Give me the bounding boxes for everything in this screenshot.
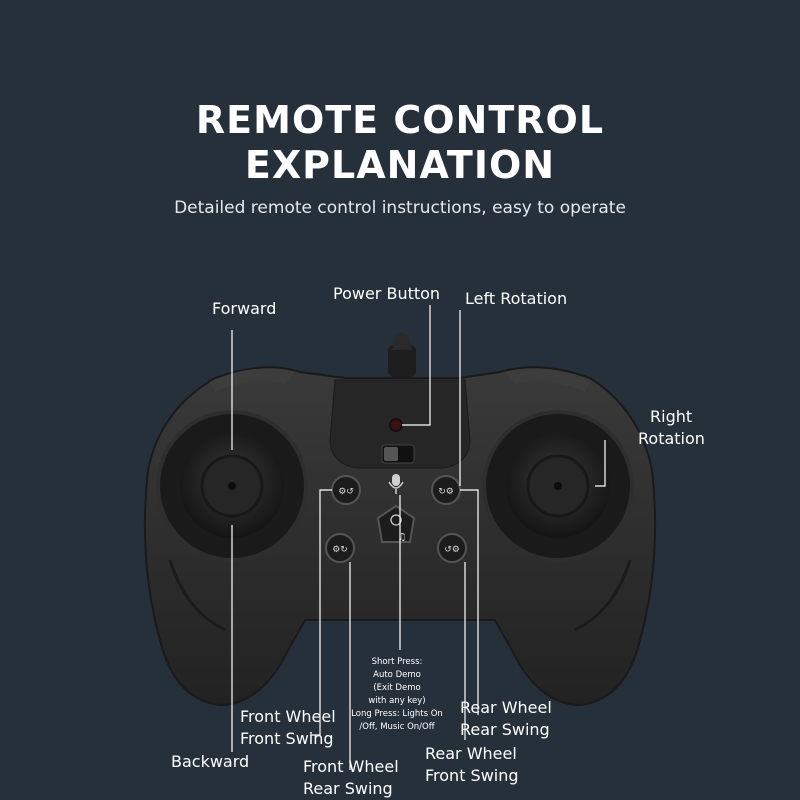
note-line: Long Press: Lights On bbox=[351, 709, 443, 719]
page-title-line1: REMOTE CONTROL bbox=[195, 98, 605, 142]
note-line: /Off, Music On/Off bbox=[359, 722, 435, 732]
right-grip-contour bbox=[574, 559, 632, 632]
label-rear-wheel-front-swing-line1: Rear Wheel bbox=[425, 744, 517, 763]
svg-text:↻⚙: ↻⚙ bbox=[438, 487, 454, 497]
note-line: Auto Demo bbox=[373, 670, 421, 680]
label-right-rotation-line1: Right bbox=[650, 407, 693, 426]
button-rear-wheel-rear-swing[interactable]: ↻⚙ bbox=[431, 475, 461, 505]
label-forward: Forward bbox=[212, 299, 277, 318]
label-right-rotation-line2: Rotation bbox=[638, 429, 705, 448]
label-front-wheel-rear-swing-line2: Rear Swing bbox=[303, 779, 393, 798]
right-shoulder bbox=[505, 368, 590, 392]
label-rear-wheel-front-swing-line2: Front Swing bbox=[425, 766, 519, 785]
center-button-note: Short Press: Auto Demo (Exit Demo with a… bbox=[342, 656, 452, 734]
svg-text:⚙↺: ⚙↺ bbox=[338, 487, 354, 497]
label-left-rotation: Left Rotation bbox=[465, 289, 568, 308]
label-front-wheel-front-swing-line2: Front Swing bbox=[240, 729, 334, 748]
label-front-wheel-front-swing-line1: Front Wheel bbox=[240, 707, 336, 726]
label-power-button: Power Button bbox=[333, 284, 441, 303]
label-front-wheel-rear-swing-line1: Front Wheel bbox=[303, 757, 399, 776]
button-front-wheel-front-swing[interactable]: ⚙↺ bbox=[331, 475, 361, 505]
left-shoulder bbox=[210, 368, 295, 392]
music-note-icon: ♫ bbox=[398, 532, 407, 543]
right-joystick[interactable] bbox=[482, 410, 634, 562]
button-front-wheel-rear-swing[interactable]: ⚙↻ bbox=[325, 533, 355, 563]
label-backward: Backward bbox=[171, 752, 250, 771]
svg-text:⚙↻: ⚙↻ bbox=[332, 545, 348, 555]
page-title-line2: EXPLANATION bbox=[244, 143, 556, 187]
note-line: (Exit Demo bbox=[373, 683, 421, 693]
microphone-icon bbox=[388, 474, 404, 494]
antenna bbox=[388, 332, 416, 377]
power-button[interactable] bbox=[389, 418, 403, 432]
note-line: Short Press: bbox=[371, 657, 423, 667]
left-grip-contour bbox=[168, 559, 226, 632]
label-rear-wheel-rear-swing-line2: Rear Swing bbox=[460, 720, 550, 739]
button-rear-wheel-front-swing[interactable]: ↺⚙ bbox=[437, 533, 467, 563]
svg-text:↺⚙: ↺⚙ bbox=[444, 545, 460, 555]
button-auto-demo[interactable]: ♫ bbox=[376, 504, 416, 543]
note-line: with any key) bbox=[368, 696, 426, 706]
label-rear-wheel-rear-swing-line1: Rear Wheel bbox=[460, 698, 552, 717]
leader-lines bbox=[231, 305, 606, 770]
page-subtitle: Detailed remote control instructions, ea… bbox=[174, 198, 626, 218]
